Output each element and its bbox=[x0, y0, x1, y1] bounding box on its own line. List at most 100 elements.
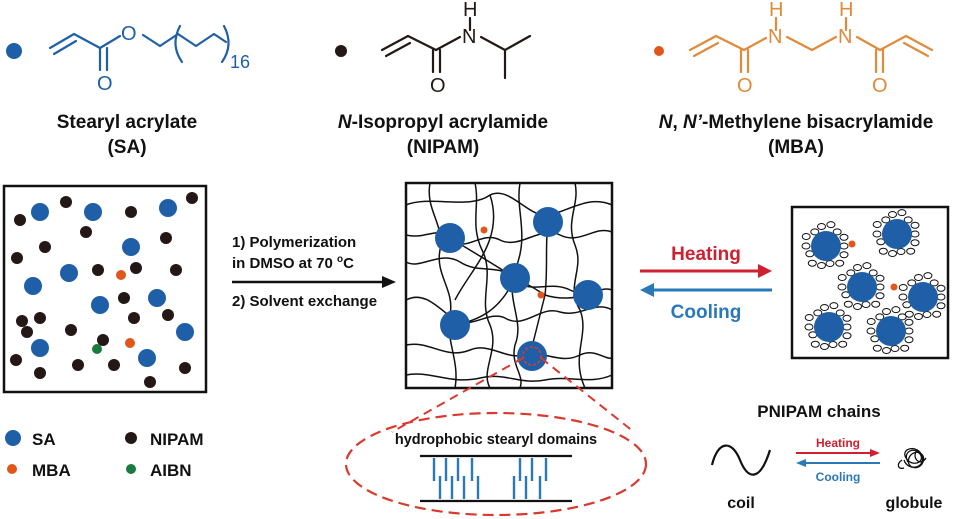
nipam-particle bbox=[97, 334, 109, 346]
legend-nipam-label: NIPAM bbox=[150, 430, 204, 449]
mba-o-left: O bbox=[737, 75, 753, 97]
nipam-abbr: (NIPAM) bbox=[407, 137, 479, 158]
cooling-label: Cooling bbox=[671, 302, 742, 323]
mba-o-right: O bbox=[872, 75, 888, 97]
mba-crosslink-collapsed bbox=[890, 283, 898, 291]
collapsed-network-box bbox=[790, 205, 950, 360]
globule-chain bbox=[897, 448, 927, 470]
nipam-name-rest: -Isopropyl acrylamide bbox=[352, 112, 548, 133]
collapsed-domain bbox=[804, 302, 852, 350]
nipam-particle bbox=[170, 264, 182, 276]
sa-domain-bead bbox=[435, 223, 465, 253]
mba-particle bbox=[116, 270, 126, 280]
coil-label: coil bbox=[727, 495, 755, 512]
mba-crosslink-collapsed bbox=[848, 240, 856, 248]
sa-particle bbox=[84, 203, 102, 221]
nipam-particle bbox=[179, 362, 191, 374]
mba-name-italic-2: N’ bbox=[683, 112, 703, 133]
step2-label: 2) Solvent exchange bbox=[232, 293, 377, 310]
sa-subscript: 16 bbox=[230, 52, 250, 72]
mba-crosslink bbox=[537, 291, 545, 299]
nipam-particle bbox=[92, 264, 104, 276]
sa-collapsed-bead bbox=[876, 316, 906, 346]
nipam-name-italic: N bbox=[338, 112, 353, 133]
pnipam-transition: PNIPAM chains Heating Cooling coil globu… bbox=[710, 402, 943, 512]
sa-particle bbox=[60, 264, 78, 282]
pnipam-heating-arrowhead bbox=[870, 449, 880, 457]
domain-highlight-circle bbox=[522, 346, 542, 366]
pnipam-title: PNIPAM chains bbox=[757, 402, 880, 421]
collapsed-beads bbox=[801, 209, 946, 354]
sa-collapsed-bead bbox=[814, 312, 844, 342]
step1-degree: o bbox=[337, 254, 343, 265]
nipam-particle bbox=[34, 312, 46, 324]
domain-label: hydrophobic stearyl domains bbox=[395, 432, 597, 448]
nipam-n: N bbox=[462, 26, 476, 48]
step1-line2-text: in DMSO at 70 bbox=[232, 255, 337, 272]
sa-particle bbox=[159, 199, 177, 217]
pnipam-cooling: Cooling bbox=[816, 470, 861, 484]
sa-collapsed-bead bbox=[847, 272, 877, 302]
mba-name-sep: , bbox=[672, 112, 683, 133]
synthesis-step: 1) Polymerization in DMSO at 70 oC 2) So… bbox=[232, 234, 396, 310]
collapsed-domain bbox=[872, 209, 920, 257]
legend-mba-dot bbox=[7, 464, 17, 474]
mba-name-rest: -Methylene bisacrylamide bbox=[702, 112, 933, 133]
nipam-particle bbox=[34, 367, 46, 379]
sa-collapsed-bead bbox=[882, 219, 912, 249]
sa-domain-bead bbox=[573, 280, 603, 310]
globule-label: globule bbox=[886, 495, 943, 512]
coil-chain bbox=[710, 444, 772, 476]
synthesis-arrowhead bbox=[382, 276, 396, 288]
mba-n-left: N bbox=[768, 26, 782, 48]
legend-mba-label: MBA bbox=[32, 461, 71, 480]
pnipam-heating: Heating bbox=[816, 436, 860, 450]
domain-ellipse bbox=[344, 411, 648, 517]
nipam-particle bbox=[16, 315, 28, 327]
nipam-particle bbox=[14, 214, 26, 226]
mba-abbr: (MBA) bbox=[768, 137, 824, 158]
sa-particle bbox=[176, 323, 194, 341]
hydrogel-network-box bbox=[404, 181, 614, 390]
nipam-particle bbox=[130, 262, 142, 274]
legend-sa-dot bbox=[5, 430, 21, 446]
step1-line2: in DMSO at 70 oC bbox=[232, 254, 354, 272]
nipam-particle bbox=[160, 232, 172, 244]
sa-structure: O O 16 bbox=[6, 23, 250, 95]
nipam-particle bbox=[72, 359, 84, 371]
nipam-h: H bbox=[463, 0, 477, 21]
hydrophobic-domain-zoom: hydrophobic stearyl domains bbox=[344, 346, 648, 517]
sa-particle bbox=[138, 349, 156, 367]
stearyl-side-chains bbox=[432, 458, 548, 499]
mba-h-left: H bbox=[769, 0, 783, 21]
sa-o-carbonyl: O bbox=[97, 73, 113, 95]
nipam-particle bbox=[60, 196, 72, 208]
nipam-particle bbox=[162, 309, 174, 321]
nipam-particle bbox=[186, 192, 198, 204]
sa-o-ester: O bbox=[121, 23, 137, 45]
collapsed-domain bbox=[866, 306, 914, 354]
nipam-o: O bbox=[430, 75, 446, 97]
mba-crosslink bbox=[480, 226, 488, 234]
sa-particle bbox=[91, 296, 109, 314]
sa-collapsed-bead bbox=[811, 231, 841, 261]
sa-collapsed-bead bbox=[908, 282, 938, 312]
sa-name: Stearyl acrylate bbox=[57, 112, 198, 133]
aibn-particle bbox=[92, 344, 102, 354]
nipam-particle bbox=[144, 376, 156, 388]
legend: SA NIPAM MBA AIBN bbox=[5, 430, 204, 480]
sa-particle bbox=[148, 289, 166, 307]
zoom-line-left bbox=[391, 357, 524, 433]
nipam-particle bbox=[39, 241, 51, 253]
sa-particle bbox=[31, 203, 49, 221]
nipam-particle bbox=[108, 359, 120, 371]
nipam-particle bbox=[65, 324, 77, 336]
mba-n-right: N bbox=[838, 26, 852, 48]
sa-particle bbox=[122, 238, 140, 256]
sa-domain-bead bbox=[500, 263, 530, 293]
sa-particle bbox=[24, 277, 42, 295]
sa-domain-bead bbox=[440, 310, 470, 340]
mixture-particles bbox=[10, 192, 198, 388]
legend-aibn-label: AIBN bbox=[150, 461, 192, 480]
